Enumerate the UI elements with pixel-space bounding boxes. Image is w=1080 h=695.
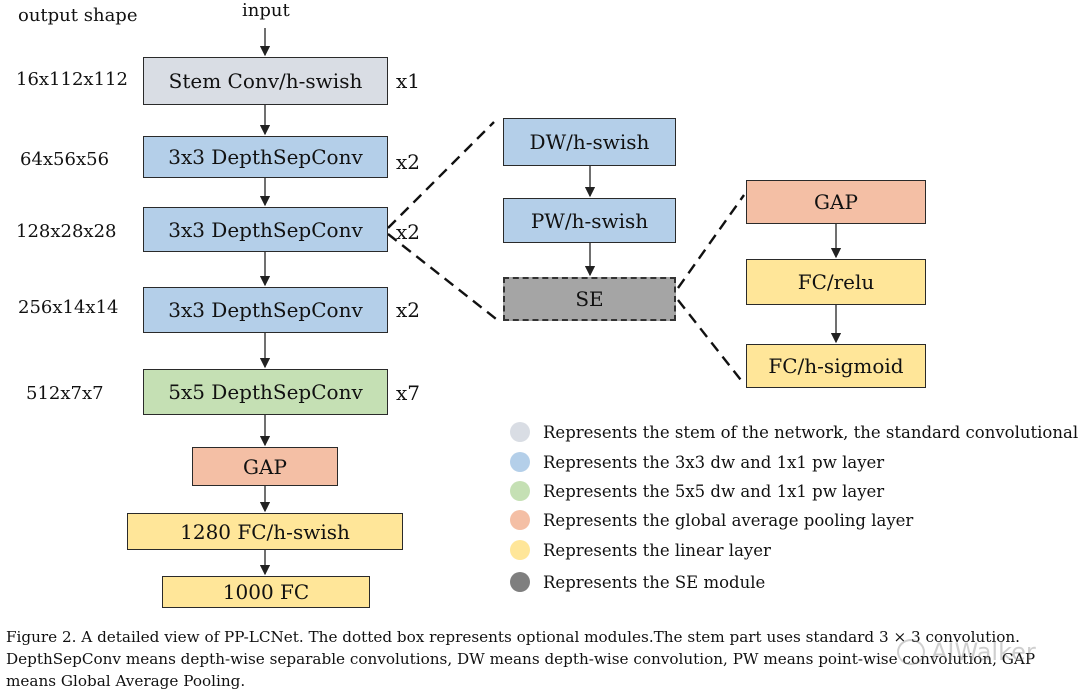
- repeat-label-5: x7: [396, 381, 421, 405]
- legend-row-se: Represents the SE module: [510, 571, 765, 593]
- zoom-line-depthsep-bottom: [387, 233, 501, 323]
- gap-box: GAP: [192, 447, 338, 486]
- output-shape-heading: output shape: [18, 5, 138, 26]
- caption-line-2: DepthSepConv means depth-wise separable …: [6, 650, 1036, 668]
- zoom-line-depthsep-top: [387, 121, 495, 229]
- legend-row-gap: Represents the global average pooling la…: [510, 509, 913, 531]
- se-fc-relu-box: FC/relu: [746, 259, 926, 305]
- fc-1000-box: 1000 FC: [162, 576, 370, 608]
- main-flow-arrows: [259, 28, 842, 576]
- legend-swatch-5x5: [510, 481, 530, 501]
- shape-label-4: 256x14x14: [18, 297, 119, 318]
- caption-line-3: means Global Average Pooling.: [6, 672, 246, 690]
- legend-swatch-3x3: [510, 452, 530, 472]
- watermark-text: AIWalker: [931, 638, 1036, 666]
- legend-swatch-linear: [510, 540, 530, 560]
- depthsep-conv-box-1: 3x3 DepthSepConv: [143, 136, 388, 178]
- legend-swatch-se: [510, 572, 530, 592]
- repeat-label-1: x1: [396, 69, 421, 93]
- stem-conv-box: Stem Conv/h-swish: [143, 57, 388, 105]
- legend-text-gap: Represents the global average pooling la…: [543, 510, 914, 530]
- dw-hswish-box: DW/h-swish: [503, 118, 676, 166]
- legend-swatch-gap: [510, 510, 530, 530]
- zoom-line-se-bottom: [677, 299, 745, 385]
- se-fc-hsigmoid-box: FC/h-sigmoid: [746, 344, 926, 388]
- legend-swatch-stem: [510, 422, 530, 442]
- wechat-icon: [897, 639, 925, 665]
- legend-text-se: Represents the SE module: [543, 572, 766, 592]
- legend-text-stem: Represents the stem of the network, the …: [543, 422, 1080, 442]
- repeat-label-4: x2: [396, 298, 421, 322]
- input-label: input: [242, 0, 290, 21]
- depthsep-conv-box-3: 3x3 DepthSepConv: [143, 287, 388, 333]
- caption-line-1: Figure 2. A detailed view of PP-LCNet. T…: [6, 628, 1020, 646]
- shape-label-3: 128x28x28: [16, 221, 117, 242]
- depthsep-conv-box-2: 3x3 DepthSepConv: [143, 207, 388, 252]
- watermark: AIWalker: [897, 632, 1067, 672]
- legend-row-3x3: Represents the 3x3 dw and 1x1 pw layer: [510, 451, 884, 473]
- repeat-label-2: x2: [396, 150, 421, 174]
- legend-row-stem: Represents the stem of the network, the …: [510, 421, 1080, 443]
- se-module-box: SE: [503, 277, 676, 321]
- legend-text-linear: Represents the linear layer: [543, 540, 771, 560]
- shape-label-1: 16x112x112: [16, 69, 128, 90]
- pw-hswish-box: PW/h-swish: [503, 198, 676, 243]
- depthsep-conv-5x5-box: 5x5 DepthSepConv: [143, 369, 388, 415]
- fc-1280-box: 1280 FC/h-swish: [127, 513, 403, 550]
- shape-label-5: 512x7x7: [26, 383, 104, 404]
- repeat-label-3: x2: [396, 220, 421, 244]
- shape-label-2: 64x56x56: [20, 149, 110, 170]
- zoom-line-se-top: [677, 194, 745, 289]
- se-gap-box: GAP: [746, 180, 926, 224]
- zoom-dashed-lines: [387, 121, 745, 385]
- legend-text-3x3: Represents the 3x3 dw and 1x1 pw layer: [543, 452, 885, 472]
- legend-text-5x5: Represents the 5x5 dw and 1x1 pw layer: [543, 481, 885, 501]
- legend-row-5x5: Represents the 5x5 dw and 1x1 pw layer: [510, 480, 884, 502]
- figure-caption: Figure 2. A detailed view of PP-LCNet. T…: [6, 626, 1076, 692]
- legend-row-linear: Represents the linear layer: [510, 539, 771, 561]
